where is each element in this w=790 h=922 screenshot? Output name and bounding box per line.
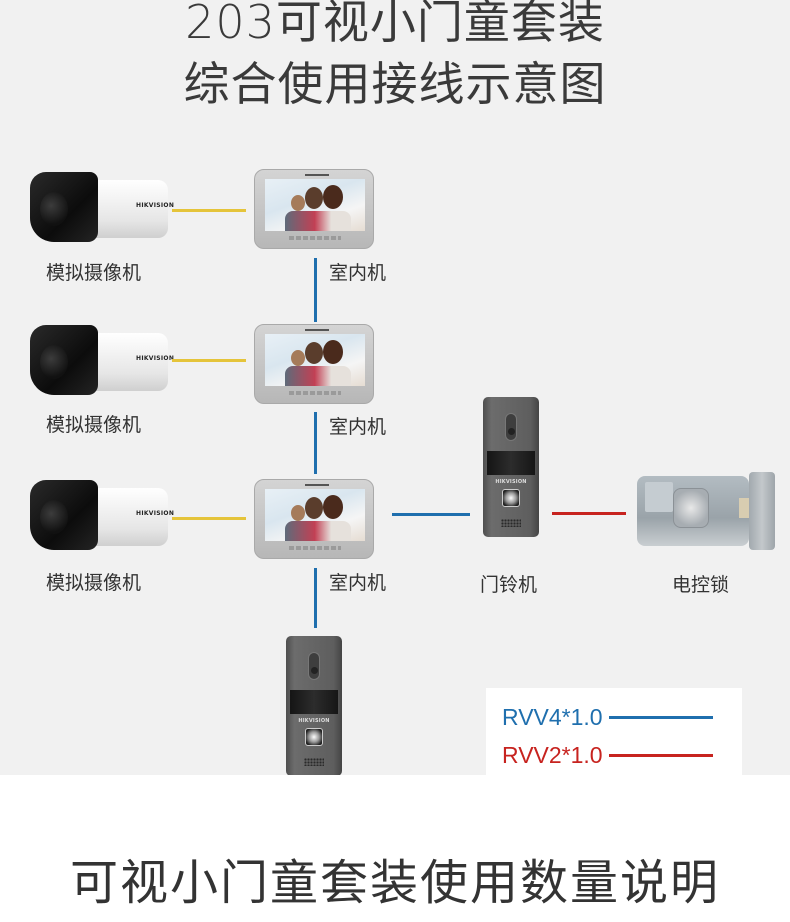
- legend-label: RVV2*1.0: [502, 742, 603, 768]
- camera-brand: HIKVISION: [136, 510, 175, 517]
- doorbell-unit-2: HIKVISION: [286, 636, 342, 775]
- monitor-brand-mark: [305, 329, 329, 331]
- legend-item-rvv4: RVV4*1.0: [502, 704, 713, 731]
- video-wire-3: [172, 517, 246, 520]
- doorbell-label: 门铃机: [480, 574, 538, 596]
- doorbell-camera-icon: [308, 652, 320, 680]
- camera-lens-icon: [40, 500, 68, 534]
- camera-hood: [30, 172, 98, 242]
- video-wire-2: [172, 359, 246, 362]
- doorbell-unit-1: HIKVISION: [483, 397, 539, 537]
- indoor-monitor-1: [254, 169, 374, 249]
- rvv2-wire-h: [552, 512, 626, 515]
- indoor-label-3: 室内机: [329, 572, 387, 594]
- rvv4-wire-h: [392, 513, 470, 516]
- electric-lock: [637, 472, 777, 552]
- video-wire-1: [172, 209, 246, 212]
- monitor-buttons: [289, 391, 341, 395]
- camera-label-1: 模拟摄像机: [46, 262, 142, 284]
- doorbell-ir-window: [487, 451, 535, 475]
- lock-knob-icon: [673, 488, 709, 528]
- monitor-buttons: [289, 236, 341, 240]
- lock-label: 电控锁: [672, 574, 730, 596]
- monitor-screen: [265, 489, 365, 541]
- analog-camera-2: HIKVISION: [30, 325, 174, 397]
- camera-brand: HIKVISION: [136, 355, 175, 362]
- indoor-label-2: 室内机: [329, 416, 387, 438]
- camera-lens-icon: [40, 345, 68, 379]
- doorbell-call-button-icon: [502, 489, 520, 507]
- lock-body: [637, 476, 749, 546]
- monitor-brand-mark: [305, 174, 329, 176]
- camera-brand: HIKVISION: [136, 202, 175, 209]
- diagram-title-line1: 203可视小门童套装: [185, 0, 605, 49]
- indoor-monitor-3: [254, 479, 374, 559]
- doorbell-camera-icon: [505, 413, 517, 441]
- monitor-screen: [265, 179, 365, 231]
- analog-camera-1: HIKVISION: [30, 172, 174, 244]
- analog-camera-3: HIKVISION: [30, 480, 174, 552]
- legend-label: RVV4*1.0: [502, 704, 603, 730]
- doorbell-brand: HIKVISION: [298, 718, 330, 724]
- wiring-diagram: 203可视小门童套装 综合使用接线示意图 HIKVISION 模拟摄像机 室内机…: [0, 0, 790, 775]
- rvv4-wire-v1: [314, 258, 317, 322]
- indoor-monitor-2: [254, 324, 374, 404]
- camera-label-3: 模拟摄像机: [46, 572, 142, 594]
- legend-item-rvv2: RVV2*1.0: [502, 742, 713, 769]
- doorbell-call-button-icon: [305, 728, 323, 746]
- doorbell-speaker-icon: [501, 519, 521, 527]
- camera-lens-icon: [40, 192, 68, 226]
- doorbell-brand: HIKVISION: [495, 479, 527, 485]
- rvv4-wire-v2: [314, 412, 317, 474]
- indoor-label-1: 室内机: [329, 262, 387, 284]
- legend-swatch-line: [608, 754, 713, 757]
- rvv4-wire-v3: [314, 568, 317, 628]
- doorbell-ir-window: [290, 690, 338, 714]
- monitor-buttons: [289, 546, 341, 550]
- diagram-title-line2: 综合使用接线示意图: [183, 57, 607, 111]
- camera-hood: [30, 325, 98, 395]
- legend-swatch-line: [608, 716, 713, 719]
- camera-hood: [30, 480, 98, 550]
- monitor-screen: [265, 334, 365, 386]
- cable-legend: RVV4*1.0 RVV2*1.0: [486, 688, 742, 775]
- doorbell-speaker-icon: [304, 758, 324, 766]
- lock-strike: [749, 472, 775, 550]
- section-title-quantity: 可视小门童套装使用数量说明: [69, 855, 720, 911]
- camera-label-2: 模拟摄像机: [46, 414, 142, 436]
- monitor-brand-mark: [305, 484, 329, 486]
